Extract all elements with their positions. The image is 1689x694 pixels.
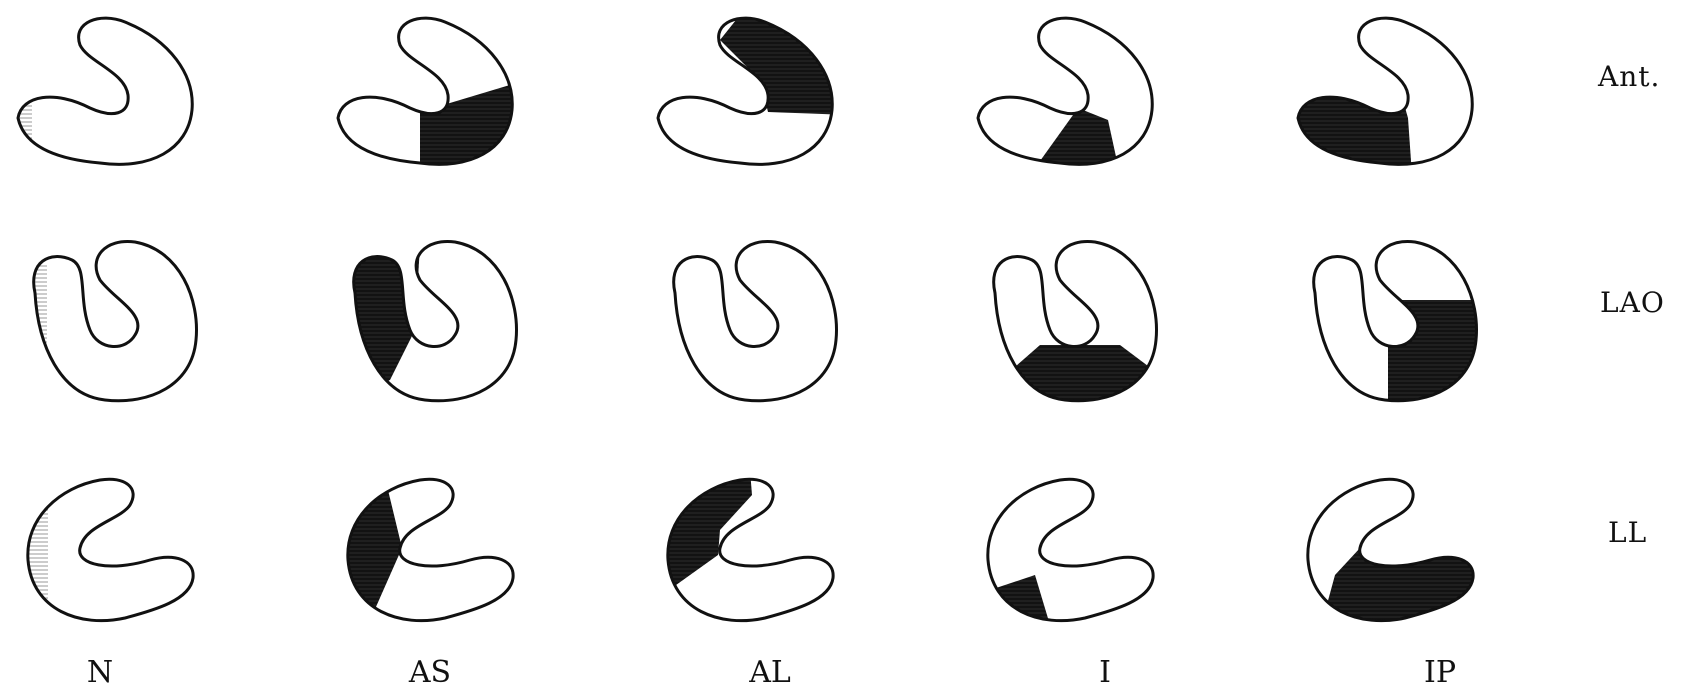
cell-IP-lao bbox=[1314, 241, 1485, 410]
cell-I-ant bbox=[978, 18, 1152, 175]
cell-IP-ant bbox=[1290, 18, 1472, 175]
column-label-n: N bbox=[87, 655, 113, 690]
column-label-al: AL bbox=[748, 655, 791, 690]
column-label-ip: IP bbox=[1424, 655, 1456, 690]
cell-AS-ant bbox=[338, 18, 530, 175]
cell-N-ll bbox=[20, 479, 193, 620]
cell-AL-lao bbox=[674, 241, 837, 400]
row-label-ll: LL bbox=[1608, 516, 1647, 549]
cell-AL-ant bbox=[658, 15, 850, 164]
row-label-ant: Ant. bbox=[1597, 60, 1660, 93]
column-label-as: AS bbox=[408, 655, 451, 690]
cell-N-ant bbox=[10, 18, 192, 164]
cell-IP-ll bbox=[1308, 479, 1485, 630]
cell-I-ll bbox=[980, 479, 1153, 630]
cell-AL-ll bbox=[655, 470, 833, 621]
cell-AS-ll bbox=[335, 470, 513, 630]
cell-I-lao bbox=[994, 241, 1160, 410]
cell-AS-lao bbox=[340, 240, 516, 401]
cell-N-lao bbox=[25, 241, 196, 400]
column-label-i: I bbox=[1099, 655, 1111, 690]
row-label-lao: LAO bbox=[1600, 286, 1665, 319]
